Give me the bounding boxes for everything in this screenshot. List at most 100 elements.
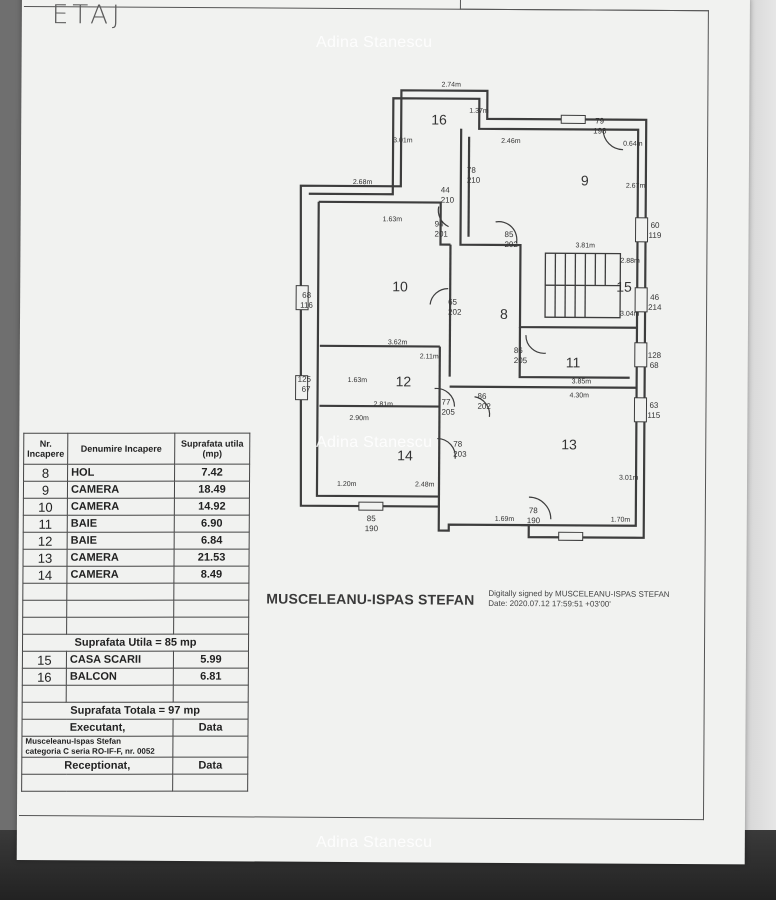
dimension-label: 3.81m <box>575 242 595 249</box>
empty-row <box>22 617 249 635</box>
receptionat-date-label: Data <box>172 757 248 775</box>
digital-signature: Digitally signed by MUSCELEANU-ISPAS STE… <box>488 589 669 610</box>
cell-area: 14.92 <box>174 498 250 516</box>
room-number: 8 <box>500 306 508 322</box>
dimension-label: 3.04m <box>620 311 640 318</box>
opening-label: 190 <box>365 524 379 533</box>
cell-area: 21.53 <box>174 549 250 567</box>
dimension-label: 1.63m <box>348 377 368 384</box>
opening-label: 79 <box>595 117 605 126</box>
room-area-table: Nr. Incapere Denumire Incapere Suprafata… <box>21 433 250 792</box>
executant-row: Executant,Data <box>21 719 249 737</box>
cell-name: BALCON <box>66 668 174 686</box>
cell-name: CAMERA <box>67 498 175 516</box>
opening-label: 205 <box>441 408 455 417</box>
opening-label: 86 <box>514 346 524 355</box>
dimension-label: 2.46m <box>501 138 521 145</box>
dimension-label: 3.01m <box>393 137 413 144</box>
cell-area: 6.84 <box>174 532 250 550</box>
cell-area: 5.99 <box>173 651 249 669</box>
empty-row <box>22 600 249 618</box>
opening-label: 210 <box>467 176 481 185</box>
receptionat-row: Receptionat,Data <box>21 757 248 775</box>
opening-label: 85 <box>367 514 377 523</box>
dimension-label: 2.74m <box>441 82 461 89</box>
cell-area: 6.90 <box>174 515 250 533</box>
opening-label: 201 <box>435 230 449 239</box>
dimension-label: 4.30m <box>570 392 590 399</box>
cell-area: 8.49 <box>173 566 250 584</box>
opening-label: 115 <box>647 411 660 420</box>
useful-area-row: Suprafata Utila = 85 mp <box>22 634 249 652</box>
opening-label: 77 <box>441 398 451 407</box>
opening-label: 63 <box>649 401 659 410</box>
signer-name: MUSCELEANU-ISPAS STEFAN <box>266 590 475 608</box>
dimension-label: 1.37m <box>469 108 489 115</box>
useful-area-total: Suprafata Utila = 85 mp <box>22 634 249 652</box>
opening-label: 116 <box>300 301 313 310</box>
opening-label: 78 <box>529 506 539 515</box>
table-header-row: Nr. Incapere Denumire Incapere Suprafata… <box>23 433 250 465</box>
cell-area: 6.81 <box>173 668 249 686</box>
cell-name: CAMERA <box>67 481 175 499</box>
opening-label: 214 <box>648 303 662 312</box>
total-area-row: Suprafata Totala = 97 mp <box>22 702 249 720</box>
floor-plan: 16 9 10 15 8 11 12 13 14 2.74m 1.37m 2.4… <box>295 82 662 541</box>
room-number: 9 <box>581 172 589 188</box>
dimension-label: 3.62m <box>388 339 408 346</box>
dimension-label: 2.88m <box>620 258 640 265</box>
opening-label: 202 <box>448 308 462 317</box>
room-number: 15 <box>616 279 632 295</box>
room-number: 14 <box>397 447 413 463</box>
header-area: Suprafata utila (mp) <box>174 433 250 465</box>
room-number: 12 <box>396 373 412 389</box>
cell-name: CAMERA <box>67 549 175 567</box>
cell-nr: 12 <box>23 532 68 550</box>
cell-nr: 15 <box>22 651 67 669</box>
cell-name: BAIE <box>67 515 175 533</box>
opening-label: 46 <box>650 293 660 302</box>
opening-label: 78 <box>467 166 477 175</box>
cell-nr: 9 <box>23 481 68 499</box>
dimension-label: 3.85m <box>572 378 592 385</box>
opening-label: 202 <box>477 402 491 411</box>
executant-label: Executant, <box>21 719 174 737</box>
staircase <box>544 252 622 319</box>
dimension-label: 2.67m <box>626 183 646 190</box>
opening-label: 78 <box>453 440 463 449</box>
header-nr: Nr. Incapere <box>23 433 68 465</box>
opening-label: 68 <box>650 361 660 370</box>
title-block-corner <box>459 0 709 12</box>
opening-label: 125 <box>298 375 312 384</box>
dimension-label: 1.70m <box>611 517 631 524</box>
opening-label: 86 <box>478 392 488 401</box>
opening-label: 85 <box>505 230 515 239</box>
opening-label: 65 <box>448 298 458 307</box>
empty-row <box>22 685 249 703</box>
cell-name: CAMERA <box>66 566 175 584</box>
dimension-label: 2.48m <box>415 481 435 488</box>
opening-label: 205 <box>514 356 528 365</box>
opening-label: 190 <box>527 516 541 525</box>
cell-area: 18.49 <box>174 481 250 499</box>
opening-label: 60 <box>651 221 661 230</box>
watermark-bottom: Adina Stanescu <box>316 834 433 851</box>
cell-nr: 10 <box>23 498 68 516</box>
receptionat-label: Receptionat, <box>21 757 173 775</box>
room-number: 10 <box>392 278 408 294</box>
cell-name: CASA SCARII <box>66 651 174 669</box>
dimension-label: 1.20m <box>337 481 357 488</box>
dimension-label: 1.69m <box>495 516 515 523</box>
dimension-label: 2.90m <box>349 415 369 422</box>
opening-label: 198 <box>593 126 607 135</box>
room-number: 11 <box>566 354 581 370</box>
cell-nr: 13 <box>23 549 68 567</box>
cell-nr: 14 <box>22 566 68 584</box>
